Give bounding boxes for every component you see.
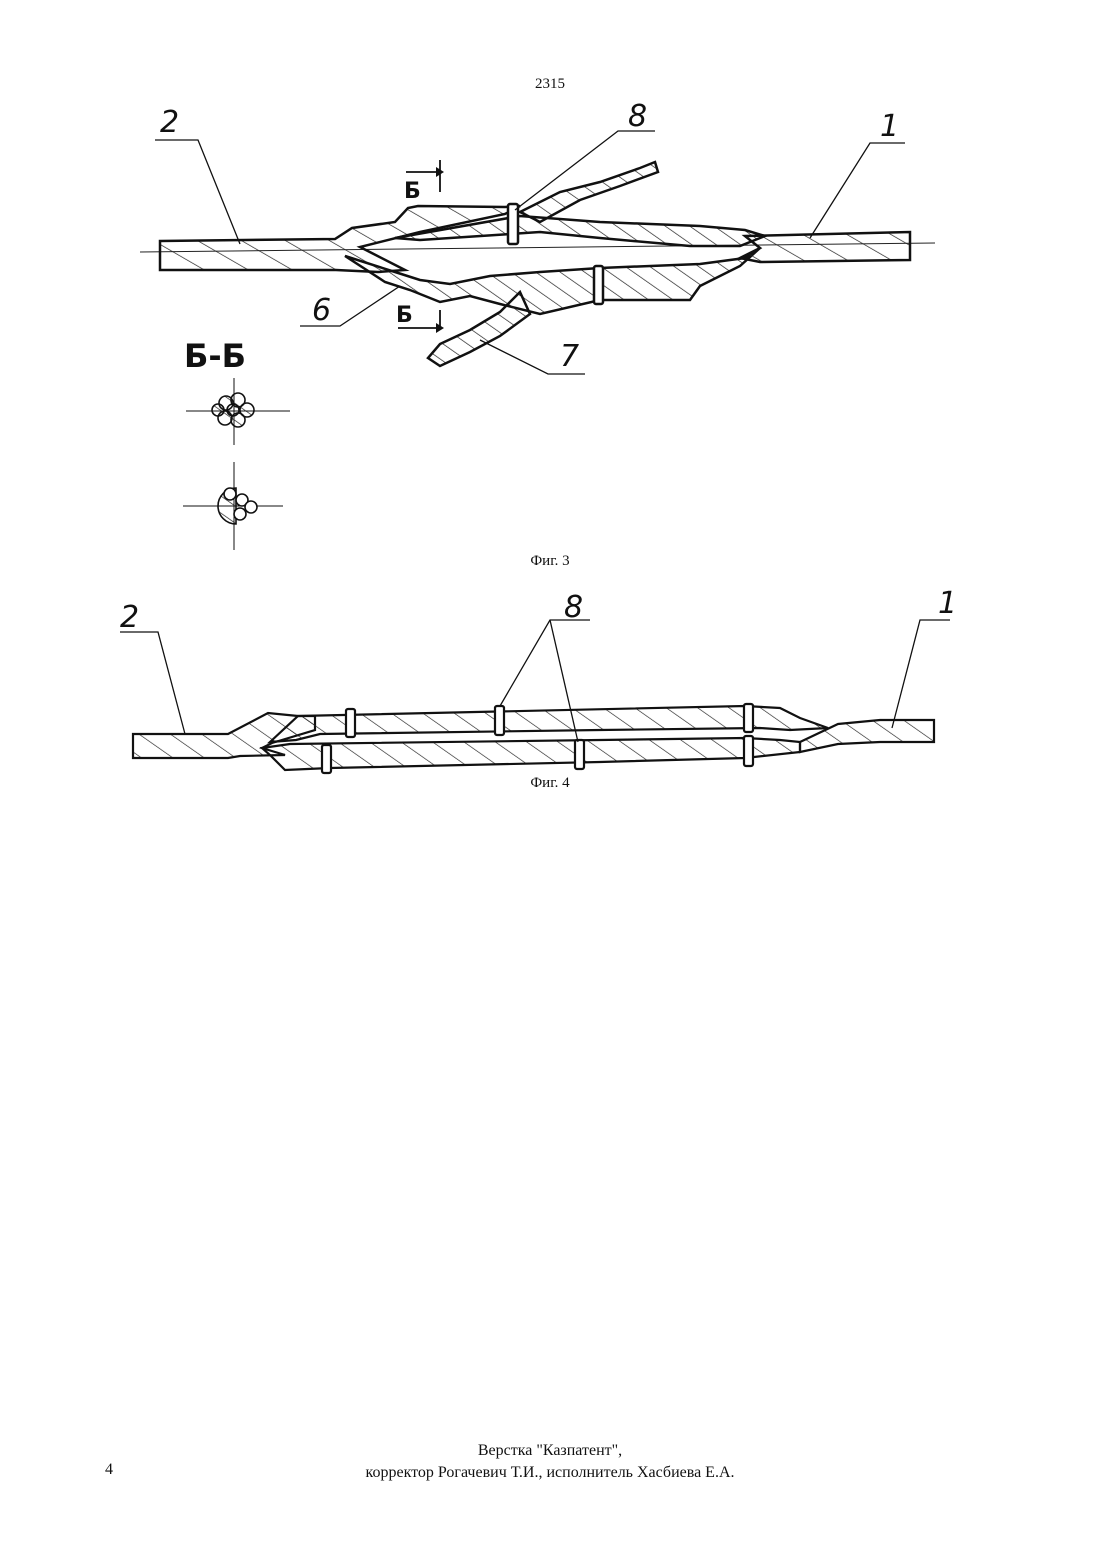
section-view-title: Б-Б bbox=[184, 337, 246, 375]
callout-7: 7 bbox=[560, 339, 579, 374]
fig4-callout-1: 1 bbox=[938, 586, 957, 621]
callout-6: 6 bbox=[312, 293, 331, 328]
imprint-line-1: Верстка "Казпатент", bbox=[0, 1440, 1100, 1462]
callout-8: 8 bbox=[628, 99, 647, 134]
section-view-bundle bbox=[186, 378, 290, 445]
section-mark-top: Б bbox=[404, 179, 421, 204]
folio-number: 4 bbox=[105, 1461, 113, 1479]
fig4-callout-2: 2 bbox=[120, 600, 139, 635]
section-view-cable bbox=[183, 462, 283, 550]
clamp-lower bbox=[594, 266, 603, 304]
fig4-lower-strand bbox=[262, 738, 800, 770]
figure-4-caption: Фиг. 4 bbox=[0, 775, 1100, 792]
lower-loose-strand-7 bbox=[428, 292, 530, 366]
cable-1-body bbox=[740, 232, 910, 262]
imprint-footer: Верстка "Казпатент", корректор Рогачевич… bbox=[0, 1440, 1100, 1484]
figure-3-caption: Фиг. 3 bbox=[0, 553, 1100, 570]
callout-2: 2 bbox=[160, 105, 179, 140]
cable-2-body bbox=[160, 206, 520, 272]
section-mark-bottom: Б bbox=[396, 303, 413, 328]
imprint-line-2: корректор Рогачевич Т.И., исполнитель Ха… bbox=[0, 1462, 1100, 1484]
fig4-callout-8: 8 bbox=[564, 590, 583, 625]
figure-4-drawing: 2 8 1 bbox=[0, 580, 1100, 780]
upper-loose-strand bbox=[520, 162, 658, 222]
figure-3-drawing: 2 8 1 6 7 Б Б Б-Б bbox=[0, 0, 1100, 560]
callout-1: 1 bbox=[880, 109, 899, 144]
clamp-upper bbox=[508, 204, 518, 244]
